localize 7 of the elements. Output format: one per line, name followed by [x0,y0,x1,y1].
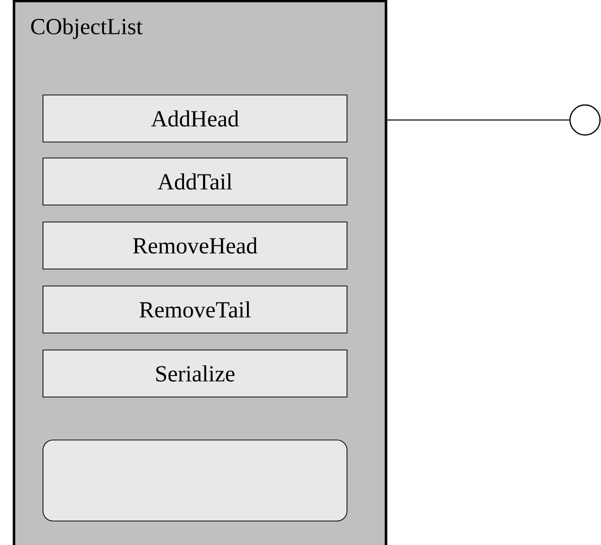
method-box: RemoveHead [42,222,348,270]
method-box: AddHead [42,94,348,142]
rounded-box [42,440,348,522]
method-box: RemoveTail [42,286,348,334]
method-box: Serialize [42,350,348,398]
interface-circle [569,104,601,136]
method-box: AddTail [42,158,348,206]
